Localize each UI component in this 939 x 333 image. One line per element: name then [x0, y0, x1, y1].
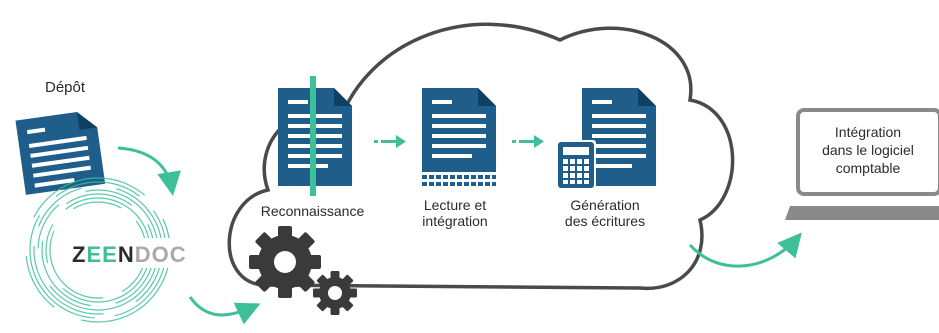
step-arrow-1	[374, 135, 406, 148]
small-gear-icon	[313, 271, 357, 315]
calculator-icon	[556, 140, 596, 190]
laptop-icon	[785, 108, 939, 220]
recognition-document-icon	[278, 76, 352, 196]
curved-arrow-cloud-to-laptop	[688, 232, 802, 268]
logo-backdrop	[55, 238, 183, 268]
curved-arrow-depot-to-logo	[117, 146, 181, 196]
large-gear-icon	[249, 226, 321, 298]
step-arrow-2	[512, 135, 544, 148]
step-recognition-label: Reconnaissance	[260, 203, 365, 219]
reading-document-icon	[422, 88, 496, 186]
deposited-document-icon	[15, 112, 106, 195]
zeendoc-logo: ZEENDOC	[72, 242, 187, 267]
depot-label: Dépôt	[44, 79, 86, 96]
curved-arrow-logo-to-cloud	[188, 296, 261, 325]
destination-label: Intégration dans le logiciel comptable	[822, 124, 914, 176]
step-generation-label: Génération des écritures	[564, 197, 646, 229]
step-reading-label: Lecture et intégration	[422, 197, 488, 229]
generation-document-icon	[582, 88, 656, 186]
